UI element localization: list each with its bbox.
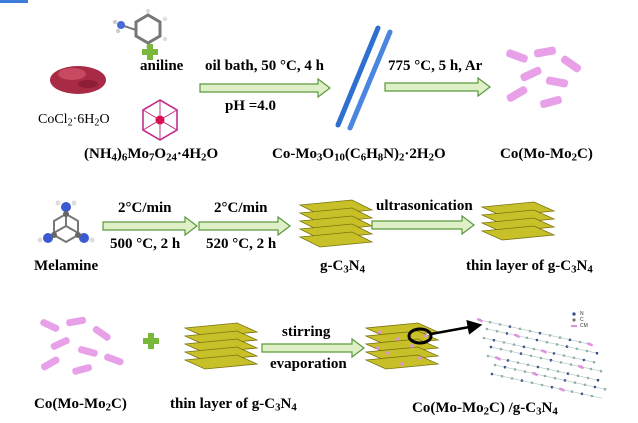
step2-condition-label: 520 °C, 2 h [206, 236, 277, 252]
molybdate-cluster-icon [142, 99, 178, 141]
corner-mark [0, 0, 28, 3]
step2-rate-label: 2°C/min [214, 200, 268, 216]
zoom-indicator-icon [407, 319, 483, 345]
thin-layer-label: thin layer of g-C3N4 [466, 258, 593, 276]
thin-gcn-stack-icon-2 [183, 322, 259, 370]
melamine-molecule-icon [37, 200, 95, 244]
reactant1-label: Co(Mo-Mo2C) [34, 396, 127, 414]
aniline-label: aniline [140, 58, 184, 74]
cobalt-powder-icon [50, 66, 106, 94]
ph-label: pH =4.0 [225, 98, 277, 114]
cobalt-salt-label: CoCl2·6H2O [38, 112, 110, 129]
legend-cm: CM [580, 323, 588, 329]
stirring-label: stirring [282, 324, 331, 340]
plus-icon [142, 44, 158, 60]
reaction-arrow-2 [384, 76, 491, 98]
co-mo-mo2c-particles-icon-2 [40, 316, 124, 375]
heating-arrow-1 [102, 215, 198, 237]
reaction-arrow-1 [199, 77, 331, 99]
calcination-label: 775 °C, 5 h, Ar [388, 58, 483, 74]
melamine-label: Melamine [34, 258, 99, 274]
plus-icon-2 [143, 333, 159, 349]
heating-arrow-2 [198, 215, 291, 237]
composite-label: Co(Mo-Mo2C) /g-C3N4 [412, 400, 558, 418]
mixing-arrow [261, 337, 365, 359]
gcn-stack-icon [298, 199, 374, 248]
molybdate-label: (NH4)6Mo7O24·4H2O [84, 146, 219, 164]
co-mo-mo2c-particles-icon [506, 46, 582, 109]
step1-rate-label: 2°C/min [118, 200, 172, 216]
thin-gcn-stack-icon [480, 201, 556, 241]
reactant2-label: thin layer of g-C3N4 [170, 396, 297, 414]
oil-bath-label: oil bath, 50 °C, 4 h [205, 58, 324, 74]
legend-n: N [580, 311, 584, 317]
ultrasonication-arrow [371, 214, 475, 236]
nanorod-icon [335, 25, 393, 131]
ultrasonication-label: ultrasonication [376, 198, 473, 214]
evaporation-label: evaporation [270, 356, 347, 372]
molecular-network-icon [476, 317, 607, 399]
product-label: Co(Mo-Mo2C) [500, 146, 593, 164]
intermediate-label: Co-Mo3O10(C6H8N)2·2H2O [272, 146, 446, 164]
gcn-label: g-C3N4 [320, 258, 365, 276]
legend-c: C [580, 317, 584, 323]
aniline-molecule-icon [112, 8, 168, 50]
legend-markers [571, 312, 577, 327]
step1-condition-label: 500 °C, 2 h [110, 236, 181, 252]
